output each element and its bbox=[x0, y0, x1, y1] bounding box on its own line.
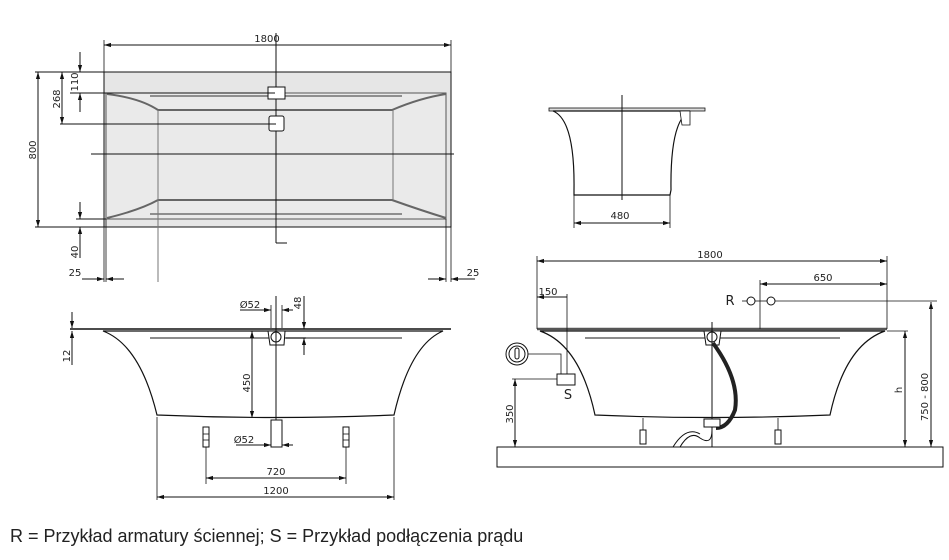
top-view: 1800 800 268 110 40 25 25 bbox=[28, 33, 479, 282]
drain-pipe bbox=[270, 419, 283, 448]
mixer-valve-icon bbox=[746, 296, 756, 306]
dim-overflow-dia: Ø52 bbox=[240, 299, 261, 311]
dim-feet-spacing: 720 bbox=[266, 467, 285, 478]
dim-edge-left: 25 bbox=[69, 268, 82, 279]
dim-bottom-length: 1200 bbox=[263, 486, 288, 497]
dim-width: 800 bbox=[28, 140, 39, 159]
dim-depth: 450 bbox=[242, 373, 253, 392]
mixer-label: R bbox=[725, 294, 734, 309]
dim-socket-height: 350 bbox=[505, 404, 516, 423]
floor bbox=[496, 446, 944, 468]
dim-rim: 12 bbox=[62, 350, 73, 363]
foot-icon bbox=[202, 426, 210, 448]
foot-icon bbox=[774, 418, 782, 445]
dim-install-length: 1800 bbox=[697, 250, 722, 261]
installation-view: 1800 650 R 150 S 350 h 750 - 800 bbox=[496, 250, 944, 468]
dim-h: h bbox=[894, 387, 905, 393]
dim-110: 110 bbox=[70, 72, 81, 91]
dim-drain-dia: Ø52 bbox=[234, 434, 255, 446]
dim-268: 268 bbox=[52, 89, 63, 108]
dim-total-height: 750 - 800 bbox=[920, 373, 931, 421]
side-view: Ø52 48 12 450 Ø52 720 1200 bbox=[62, 296, 451, 500]
mixer-valve-icon bbox=[766, 296, 776, 306]
foot-icon bbox=[639, 418, 647, 445]
dim-40: 40 bbox=[70, 246, 81, 259]
foot-icon bbox=[342, 426, 350, 448]
socket-box-icon bbox=[556, 373, 576, 386]
dim-overflow-height: 48 bbox=[293, 297, 304, 310]
dim-length: 1800 bbox=[254, 34, 279, 45]
dim-mixer-offset: 650 bbox=[813, 273, 832, 284]
dim-socket-offset: 150 bbox=[538, 287, 557, 298]
legend-text: R = Przykład armatury ściennej; S = Przy… bbox=[10, 526, 524, 546]
hose-icon bbox=[711, 341, 738, 430]
end-view: 480 bbox=[548, 95, 706, 228]
socket-label: S bbox=[564, 388, 572, 403]
dim-bottom-width: 480 bbox=[610, 211, 629, 222]
dim-edge-right: 25 bbox=[467, 268, 480, 279]
